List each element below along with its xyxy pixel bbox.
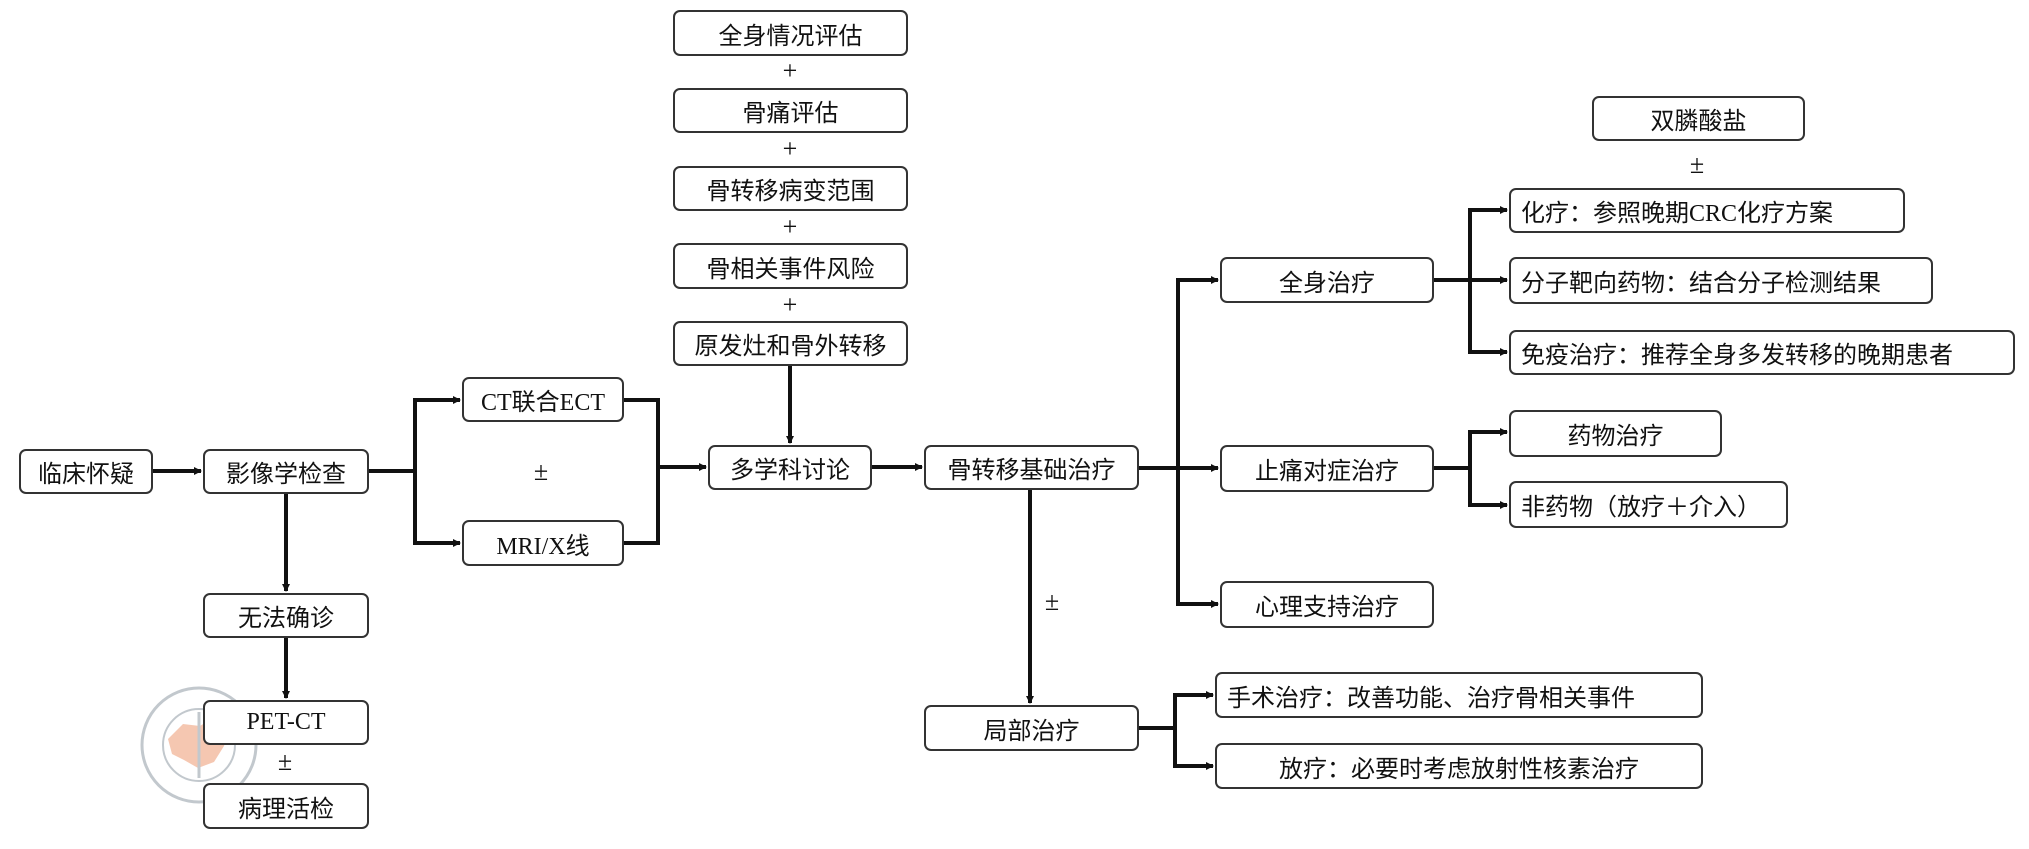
- node-bone-metastasis-extent: 骨转移病变范围: [673, 166, 908, 211]
- node-clinical-suspicion: 临床怀疑: [19, 449, 153, 494]
- node-bone-pain-assessment: 骨痛评估: [673, 88, 908, 133]
- node-pain-symptomatic: 止痛对症治疗: [1220, 445, 1434, 492]
- node-pet-ct: PET-CT: [203, 700, 369, 745]
- plus-minus-connector: ±: [1044, 587, 1060, 616]
- node-chemotherapy: 化疗：参照晚期CRC化疗方案: [1509, 188, 1905, 233]
- node-unable-to-diagnose: 无法确诊: [203, 593, 369, 638]
- node-primary-and-extraosseous: 原发灶和骨外转移: [673, 321, 908, 366]
- plus-minus-connector: ±: [277, 747, 293, 776]
- node-whole-body-assessment: 全身情况评估: [673, 10, 908, 56]
- plus-connector: +: [782, 134, 798, 163]
- plus-connector: +: [782, 56, 798, 85]
- node-drug-therapy: 药物治疗: [1509, 410, 1722, 457]
- node-targeted-therapy: 分子靶向药物：结合分子检测结果: [1509, 257, 1933, 304]
- plus-minus-connector: ±: [1689, 150, 1705, 179]
- node-imaging-exam: 影像学检查: [203, 449, 369, 494]
- node-surgery: 手术治疗：改善功能、治疗骨相关事件: [1215, 672, 1703, 718]
- node-local-treatment: 局部治疗: [924, 705, 1139, 751]
- node-mri-xray: MRI/X线: [462, 520, 624, 566]
- node-non-drug-therapy: 非药物（放疗＋介入）: [1509, 481, 1788, 528]
- node-bisphosphonates: 双膦酸盐: [1592, 96, 1805, 141]
- node-psychological-support: 心理支持治疗: [1220, 581, 1434, 628]
- node-ct-ect: CT联合ECT: [462, 377, 624, 422]
- plus-connector: +: [782, 290, 798, 319]
- plus-connector: +: [782, 212, 798, 241]
- plus-minus-connector: ±: [533, 457, 549, 486]
- node-pathology-biopsy: 病理活检: [203, 783, 369, 829]
- node-basic-treatment: 骨转移基础治疗: [924, 445, 1139, 490]
- node-radiotherapy: 放疗：必要时考虑放射性核素治疗: [1215, 743, 1703, 789]
- node-systemic-treatment: 全身治疗: [1220, 257, 1434, 303]
- node-immunotherapy: 免疫治疗：推荐全身多发转移的晚期患者: [1509, 330, 2015, 375]
- node-mdt: 多学科讨论: [708, 445, 872, 490]
- node-skeletal-event-risk: 骨相关事件风险: [673, 243, 908, 289]
